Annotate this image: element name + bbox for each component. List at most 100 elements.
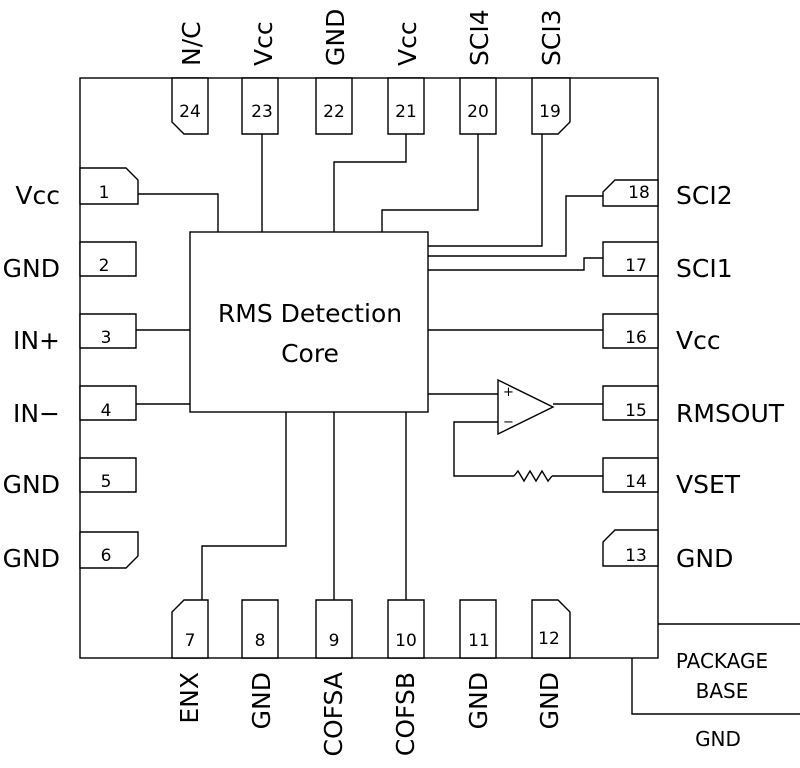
pin-11-number: 11 [468, 631, 490, 651]
pin-9-number: 9 [329, 631, 340, 651]
op-amp-minus: − [503, 415, 514, 430]
pin-8-box [241, 599, 279, 659]
pin-21-label: Vcc [393, 21, 422, 66]
pin-18-label: SCI2 [676, 181, 733, 210]
pin-1-box [79, 167, 139, 205]
pin-17-number: 17 [625, 256, 647, 276]
pin-24-box [171, 77, 209, 135]
pin-14: 14 VSET [602, 457, 741, 499]
pin-7-label: ENX [175, 672, 204, 724]
pin-15: 15 RMSOUT [602, 385, 785, 428]
package-base-label-1: PACKAGE [676, 649, 768, 673]
pin-3: 3 IN+ [13, 313, 137, 355]
pin-17-box [602, 241, 659, 277]
pin-4-label: IN− [13, 399, 60, 428]
pin-5-box [79, 457, 137, 493]
pin-12-number: 12 [538, 629, 560, 649]
pin-3-label: IN+ [13, 326, 60, 355]
pin-2-box [79, 241, 137, 277]
pin-21-box [387, 77, 425, 135]
pin-18-number: 18 [628, 183, 650, 203]
pin-13: 13 GND [602, 529, 733, 573]
rms-detection-core [189, 231, 429, 413]
pin-22-label: GND [321, 9, 350, 66]
pin-8-number: 8 [255, 631, 266, 651]
pin-2-number: 2 [99, 256, 110, 276]
pin-23: 23 Vcc [241, 21, 279, 135]
pin-22-box [315, 77, 353, 135]
pin-13-number: 13 [625, 546, 647, 566]
pin-6: 6 GND [3, 531, 139, 573]
pin-3-box [79, 313, 137, 349]
pin-17: 17 SCI1 [602, 241, 733, 283]
pin-14-box [602, 457, 659, 493]
package-base-label-2: BASE [696, 679, 749, 703]
pin-21-number: 21 [395, 102, 417, 122]
pin-23-box [241, 77, 279, 135]
pin-3-number: 3 [101, 328, 112, 348]
pin-15-box [602, 385, 659, 421]
pin-18-box [602, 179, 659, 207]
pin-10-number: 10 [395, 631, 417, 651]
pin-17-label: SCI1 [676, 254, 733, 283]
pin-4-number: 4 [101, 401, 112, 421]
pin-15-label: RMSOUT [676, 399, 785, 428]
pin-13-box [602, 529, 659, 567]
pin-1-number: 1 [99, 183, 110, 203]
pin-11-box [459, 599, 497, 659]
pin-24-number: 24 [179, 102, 201, 122]
package-outline [79, 77, 659, 659]
pin-2-label: GND [3, 254, 60, 283]
pin-23-label: Vcc [249, 21, 278, 66]
pin-6-number: 6 [101, 546, 112, 566]
pin-6-label: GND [3, 544, 60, 573]
pin-15-number: 15 [625, 401, 647, 421]
pin-19-box [531, 77, 571, 135]
pin-19-number: 19 [539, 102, 561, 122]
pin-4-box [79, 385, 137, 421]
pin-12-label: GND [535, 672, 564, 729]
pin-10-label: COFSB [391, 672, 420, 756]
core-label-line1: RMS Detection [218, 299, 402, 328]
pin-14-label: VSET [676, 470, 741, 499]
pin-7-number: 7 [185, 631, 196, 651]
pin-21: 21 Vcc [387, 21, 425, 135]
pin-10-box [387, 599, 425, 659]
pin-1-label: Vcc [15, 181, 60, 210]
pin-24: 24N/C [171, 21, 209, 135]
pin-4: 4 IN− [13, 385, 137, 428]
pin-5-number: 5 [101, 472, 112, 492]
op-amp-plus: + [503, 385, 514, 400]
pins: 1Vcc2GND3IN+4IN−5GND6GND7ENX8GND9COFSA10… [3, 9, 785, 757]
pin-13-label: GND [676, 544, 733, 573]
op-amp [497, 378, 555, 436]
pin-22-number: 22 [323, 102, 345, 122]
core-label-line2: Core [281, 339, 339, 368]
pin-18: 18 SCI2 [602, 179, 733, 210]
pin-23-number: 23 [251, 102, 273, 122]
pin-9-box [315, 599, 353, 659]
pin-11-label: GND [464, 672, 493, 729]
pin-12-box [531, 599, 571, 659]
pin-7-box [171, 599, 209, 659]
pin-16-box [602, 313, 659, 349]
pin-16-label: Vcc [676, 326, 721, 355]
pin-20-number: 20 [467, 102, 489, 122]
pin-14-number: 14 [625, 472, 647, 492]
pin-20-box [459, 77, 497, 135]
pin-6-box [79, 531, 139, 569]
package-base-box [631, 658, 800, 715]
pin-22: 22 GND [315, 9, 353, 135]
pin-2: 2 GND [3, 241, 137, 283]
package-base-gnd-label: GND [695, 727, 741, 751]
